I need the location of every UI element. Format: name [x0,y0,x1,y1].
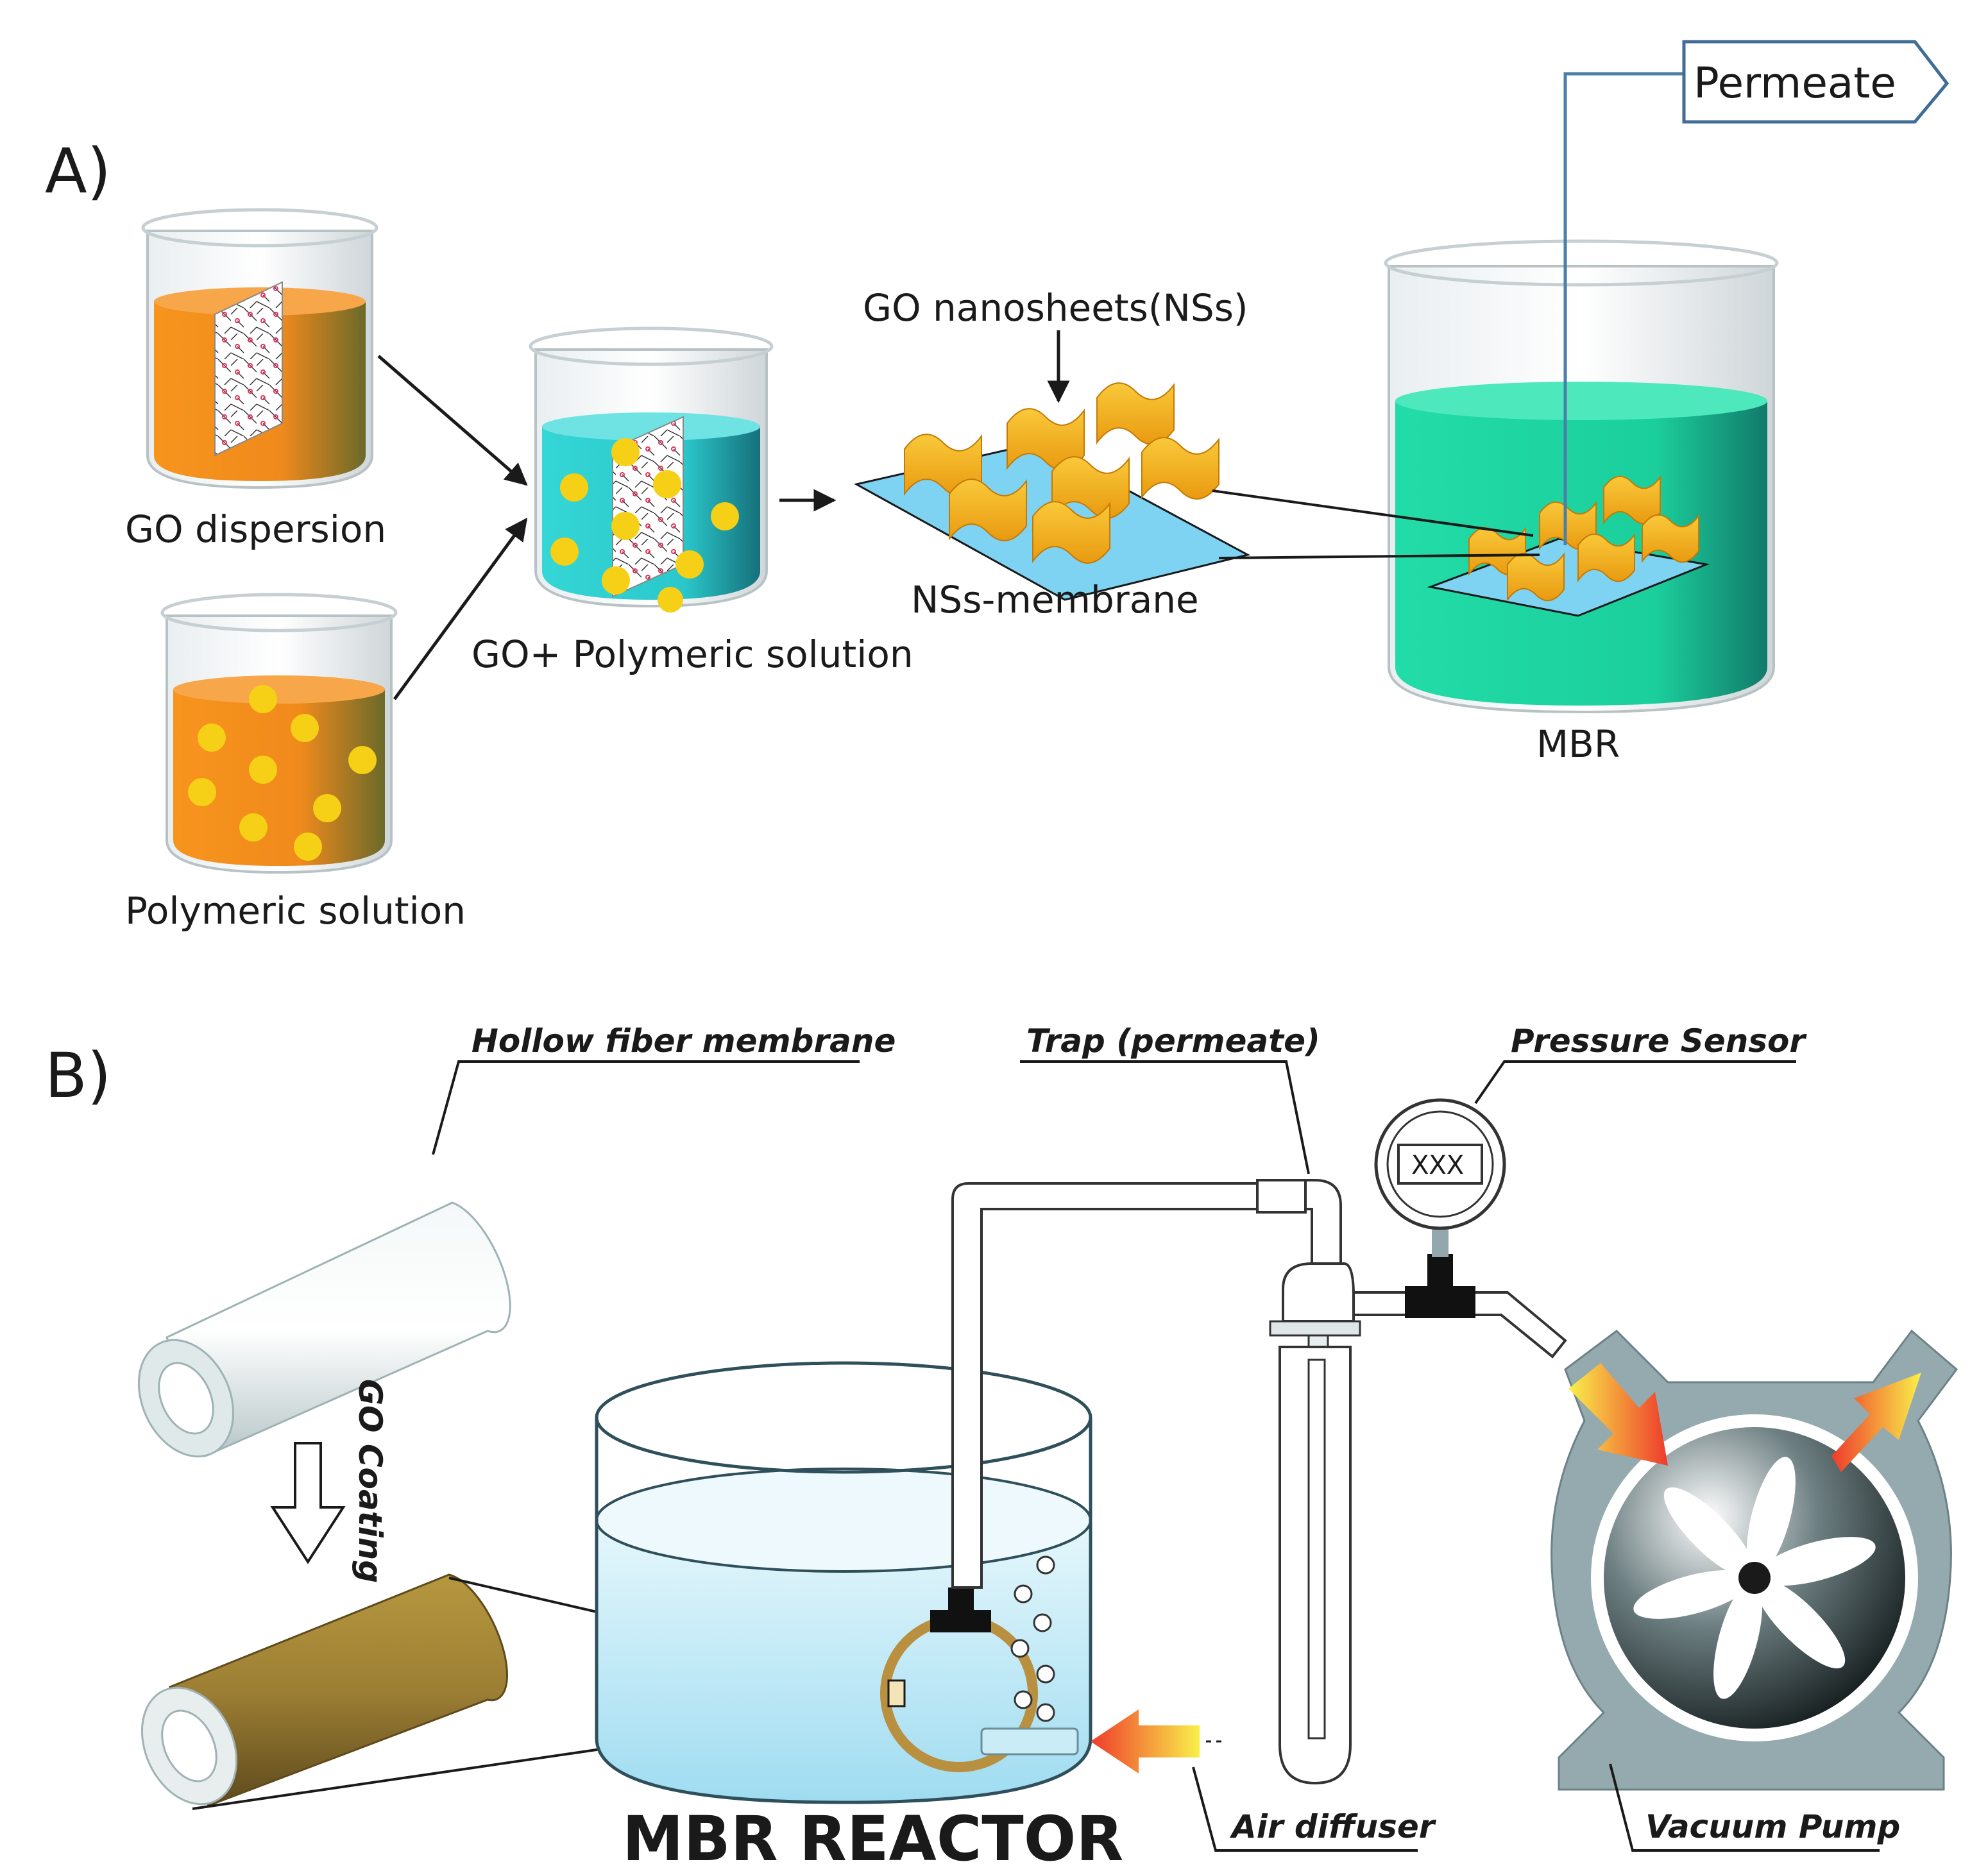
beaker-mbr [1384,239,1779,714]
arrow-polymer-to-mix [393,518,528,700]
pump-impeller [1633,1457,1876,1699]
label-mixed-solution: GO+ Polymeric solution [472,632,913,676]
label-polymeric-solution: Polymeric solution [125,889,466,933]
nanosheet-group [904,382,1219,564]
gauge-readout: XXX [1411,1151,1464,1180]
panel-a-letter: A) [45,135,111,207]
zoom-line-bottom [1218,554,1540,559]
mbr-nanosheets [1468,475,1699,602]
trap-leader [1020,1060,1310,1174]
label-go-coating: GO Coating [352,1379,389,1583]
label-hollow-fiber: Hollow fiber membrane [472,1022,896,1060]
permeate-tag [1682,40,1950,124]
label-pressure-sensor: Pressure Sensor [1511,1022,1807,1060]
trap-vessel [1269,1262,1361,1785]
label-membrane: NSs-membrane [911,578,1199,622]
label-air-diffuser: Air diffuser [1229,1808,1437,1845]
zoom-line-top [1212,489,1534,537]
label-permeate: Permeate [1694,58,1896,108]
arrow-dispersion-to-mix [377,355,528,486]
permeate-line [1563,72,1684,545]
hollow-fiber-coated [140,1573,509,1807]
pressure-sensor-gauge: XXX [1374,1098,1506,1230]
panel-b-letter: B) [45,1040,111,1112]
t-connector-reactor [930,1610,991,1632]
label-mbr: MBR [1536,722,1620,766]
go-sheet-icon [214,281,283,457]
mixed-particles [550,438,739,613]
label-reactor: MBR REACTOR [622,1803,1123,1871]
hollow-fiber-leader [432,1060,860,1155]
gauge-display [1397,1144,1483,1185]
permeate-pipe [951,1182,1259,1589]
label-nanosheets: GO nanosheets(NSs) [863,286,1248,330]
go-coating-arrow [270,1442,346,1564]
label-vacuum-pump: Vacuum Pump [1645,1808,1900,1845]
polymer-particles [188,685,377,861]
air-diffuser-leader [1192,1766,1418,1852]
beaker-polymeric-solution [160,593,398,874]
hollow-fiber-uncoated [137,1201,511,1458]
t-connector-sensor [1405,1286,1475,1318]
fiber-section-marker [887,1679,906,1707]
pressure-sensor-leader [1474,1060,1796,1105]
pump-outlet-arrow [1831,1373,1921,1472]
label-trap: Trap (permeate) [1026,1022,1320,1060]
air-inlet-arrow [1091,1709,1200,1774]
pump-inlet-arrow [1568,1363,1668,1466]
vacuum-pump-leader [1609,1763,1880,1852]
beaker-go-dispersion [141,208,378,489]
beaker-mixed-solution [529,326,774,613]
air-bubbles [1010,1555,1055,1722]
air-diffuser-stone [980,1727,1079,1756]
nss-membrane [853,382,1251,601]
label-go-dispersion: GO dispersion [125,507,386,551]
